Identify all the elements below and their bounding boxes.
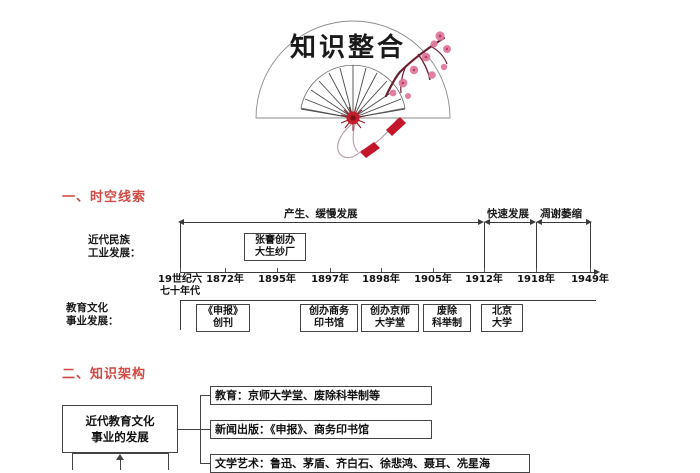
phase-span-2: [540, 222, 590, 223]
connector-root-bottom: [72, 453, 168, 454]
row-label-education: 教育文化 事业发展：: [66, 302, 119, 327]
year-label-0: 19世纪六 七十年代: [158, 274, 202, 297]
structure-branch-0: 教育：京师大学堂、废除科举制等: [210, 386, 432, 405]
phase-arrow-left-0: [178, 218, 184, 225]
row-label-industry: 近代民族 工业发展：: [88, 234, 141, 259]
knowledge-structure-diagram: 近代教育文化 事业的发展 教育：京师大学堂、废除科举制等 新闻出版：《申报》、商…: [0, 380, 700, 473]
connector-root-bottom-left: [72, 453, 73, 470]
structure-branch-1: 新闻出版：《申报》、商务印书馆: [210, 420, 432, 439]
plum-blossom-branch-icon: [384, 31, 451, 99]
phase-span-1: [488, 222, 534, 223]
band-divider-1918: [536, 222, 537, 272]
phase-span-0: [182, 222, 482, 223]
arrow-up-into-root: [116, 454, 124, 460]
connector-root-bottom-right: [168, 453, 169, 470]
connector-branch-2: [200, 463, 210, 464]
fan-title-text: 知识整合: [290, 32, 406, 63]
year-label-5: 1905年: [414, 274, 452, 285]
year-label-8: 1949年: [571, 274, 609, 285]
axis-tick-7: [536, 268, 537, 272]
axis-tick-8: [590, 268, 591, 272]
fan-illustration-svg: 知识整合: [255, 20, 451, 159]
year-label-7: 1918年: [517, 274, 555, 285]
axis-tick-1: [225, 268, 226, 272]
year-label-1: 1872年: [206, 274, 244, 285]
phase-label-2: 凋谢萎缩: [540, 208, 582, 220]
education-axis-line: [180, 300, 596, 301]
band-divider-start: [180, 222, 181, 272]
connector-branch-1: [200, 429, 210, 430]
phase-arrow-left-1: [484, 218, 490, 225]
connector-branch-0: [200, 395, 210, 396]
structure-branch-2: 文学艺术：鲁迅、茅盾、齐白石、徐悲鸿、聂耳、冼星海: [210, 454, 530, 473]
axis-tick-0: [180, 268, 181, 272]
section-heading-structure: 二、知识架构: [62, 367, 147, 382]
axis-tick-2: [277, 268, 278, 272]
axis-tick-4: [381, 268, 382, 272]
structure-root-node: 近代教育文化 事业的发展: [62, 405, 178, 453]
education-axis-start: [180, 300, 181, 330]
band-divider-1949: [590, 222, 591, 272]
section-heading-timeline: 一、时空线索: [62, 190, 147, 205]
education-event-box-2: 创办京师 大学堂: [361, 304, 419, 332]
connector-root-stem: [178, 429, 200, 430]
education-event-box-3: 废除 科举制: [423, 304, 471, 332]
education-event-box-0: 《申报》 创刊: [196, 304, 250, 332]
phase-label-1: 快速发展: [487, 208, 529, 220]
year-label-6: 1912年: [465, 274, 503, 285]
phase-arrow-right-1: [530, 218, 536, 225]
year-label-4: 1898年: [362, 274, 400, 285]
phase-arrow-left-2: [536, 218, 542, 225]
fan-tassel-icon: [337, 117, 406, 159]
axis-tick-5: [433, 268, 434, 272]
fan-pivot-knot-icon: [340, 106, 366, 131]
timeline-diagram: 近代民族 工业发展： 教育文化 事业发展： 产生、缓慢发展 快速发展 凋谢萎缩 …: [0, 200, 700, 345]
year-label-3: 1897年: [311, 274, 349, 285]
education-event-box-1: 创办商务 印书馆: [300, 304, 358, 332]
time-axis-arrow: [594, 268, 600, 275]
industry-event-box-0: 张謇创办 大生纱厂: [244, 233, 306, 261]
connector-root-down: [120, 456, 121, 470]
time-axis-line: [180, 272, 596, 273]
fan-illustration: 知识整合: [248, 0, 458, 160]
axis-tick-6: [484, 268, 485, 272]
axis-tick-3: [330, 268, 331, 272]
phase-arrow-right-2: [586, 218, 592, 225]
phase-arrow-right-0: [478, 218, 484, 225]
phase-label-0: 产生、缓慢发展: [284, 208, 358, 220]
band-divider-1912: [484, 222, 485, 272]
year-label-2: 1895年: [258, 274, 296, 285]
education-event-box-4: 北京 大学: [481, 304, 523, 332]
